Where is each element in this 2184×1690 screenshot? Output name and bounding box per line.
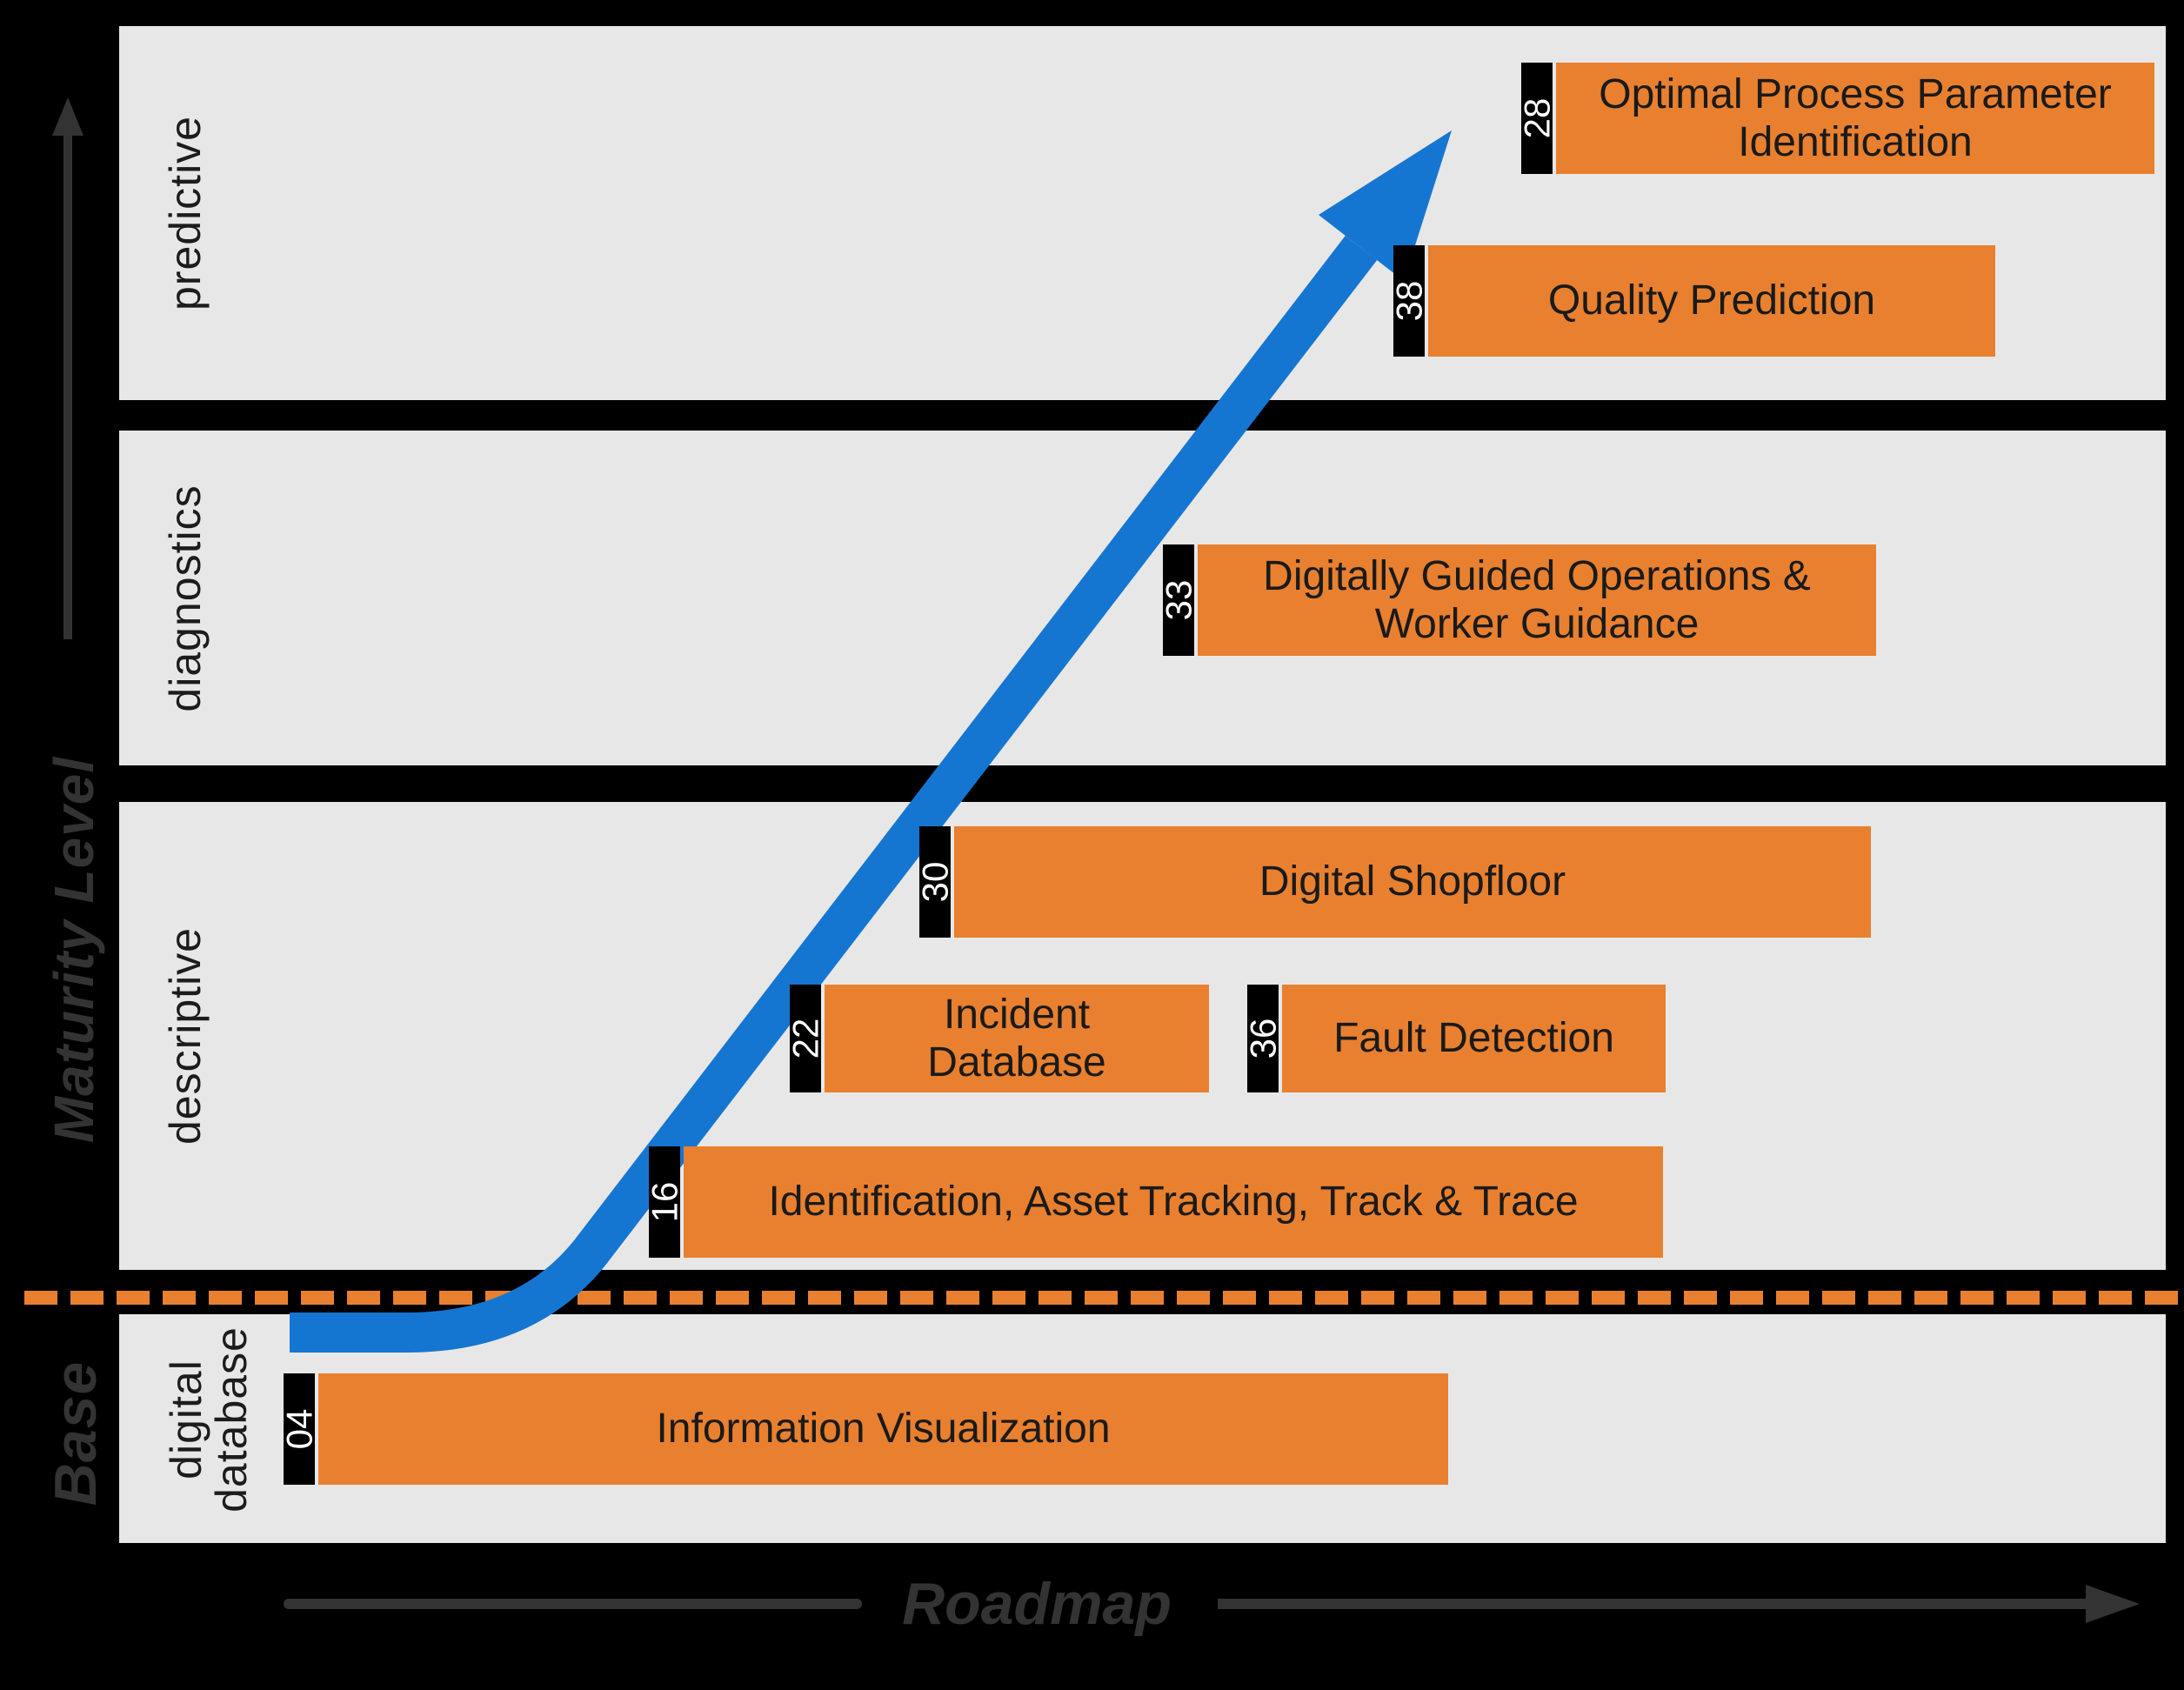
bar-label: Digitally Guided Operations & Worker Gui… <box>1198 544 1876 656</box>
maturity-axis-title: Maturity Level <box>43 756 106 1144</box>
level-label-predictive: predictive <box>160 116 210 311</box>
bar-number: 04 <box>278 1408 319 1450</box>
bar-label: Information Visualization <box>318 1373 1448 1485</box>
bar-fault-detection: 36 Fault Detection <box>1242 985 1666 1092</box>
bar-label: Quality Prediction <box>1428 245 1995 357</box>
bar-number-tab: 22 <box>785 985 825 1092</box>
bar-incident-database: 22 Incident Database <box>785 985 1209 1092</box>
bar-label: Fault Detection <box>1282 985 1666 1092</box>
bar-number: 28 <box>1516 97 1557 139</box>
bar-optimal-process-parameter-identification: 28 Optimal Process Parameter Identificat… <box>1516 63 2154 174</box>
bar-label: Incident Database <box>825 985 1209 1092</box>
bar-number: 38 <box>1388 280 1429 322</box>
bar-digital-shopfloor: 30 Digital Shopfloor <box>914 826 1871 938</box>
base-level-title: Base <box>43 1360 110 1506</box>
bar-label: Optimal Process Parameter Identification <box>1556 63 2154 174</box>
bar-number-tab: 28 <box>1516 63 1557 174</box>
bar-number: 30 <box>914 861 955 903</box>
roadmap-axis-arrowhead-icon <box>2086 1585 2140 1623</box>
bar-number-tab: 33 <box>1158 544 1199 656</box>
bar-number-tab: 38 <box>1388 245 1429 357</box>
bar-number-tab: 16 <box>644 1146 685 1258</box>
bar-digitally-guided-operations: 33 Digitally Guided Operations & Worker … <box>1158 544 1876 656</box>
bar-number: 33 <box>1158 579 1199 621</box>
level-label-diagnostics: diagnostics <box>160 484 210 712</box>
bar-information-visualization: 04 Information Visualization <box>278 1373 1448 1485</box>
bar-label: Digital Shopfloor <box>954 826 1871 938</box>
bar-number-tab: 30 <box>914 826 955 938</box>
level-label-descriptive: descriptive <box>160 927 210 1145</box>
bar-label: Identification, Asset Tracking, Track & … <box>684 1146 1663 1258</box>
bar-number-tab: 36 <box>1242 985 1283 1092</box>
bar-number: 36 <box>1242 1018 1283 1059</box>
bar-number-tab: 04 <box>278 1373 319 1485</box>
level-label-digital-database: digital database <box>161 1326 257 1513</box>
maturity-axis-arrowhead-icon <box>52 97 83 136</box>
bar-identification-asset-tracking: 16 Identification, Asset Tracking, Track… <box>644 1146 1663 1258</box>
bar-number: 22 <box>785 1018 825 1059</box>
bar-number: 16 <box>644 1181 685 1223</box>
roadmap-axis-title: Roadmap <box>902 1571 1172 1637</box>
bar-quality-prediction: 38 Quality Prediction <box>1388 245 1995 357</box>
